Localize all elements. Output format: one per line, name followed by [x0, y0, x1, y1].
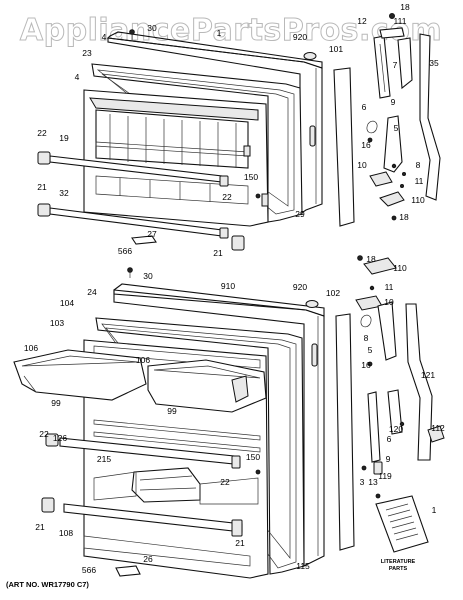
part-label-102: 102 [326, 288, 340, 298]
part-label-106: 106 [136, 355, 150, 365]
egg-tray-215 [131, 467, 201, 503]
part-label-11: 11 [385, 282, 394, 292]
part-label-110: 110 [411, 195, 425, 205]
part-label-6: 6 [387, 434, 392, 444]
part-label-112: 112 [431, 423, 445, 433]
part-label-18: 18 [399, 212, 409, 222]
part-label-566: 566 [82, 565, 96, 575]
part-label-29: 29 [295, 209, 305, 219]
part-label-9: 9 [386, 454, 391, 464]
part-label-21: 21 [213, 248, 223, 258]
freezer-gasket [91, 63, 303, 223]
upper-hinge-parts [333, 12, 441, 227]
part-label-99: 99 [167, 406, 177, 416]
part-label-150: 150 [244, 172, 258, 182]
part-label-3: 3 [360, 477, 365, 487]
literature-label-line1: LITERATURE [381, 559, 416, 565]
part-label-19: 19 [59, 133, 69, 143]
part-label-22: 22 [37, 128, 47, 138]
fresh-food-gasket [95, 317, 305, 575]
part-101-strip [333, 67, 355, 227]
art-number: (ART NO. WR17790 C7) [6, 580, 89, 589]
part-label-106: 106 [24, 343, 38, 353]
part-label-8: 8 [416, 160, 421, 170]
part-label-21: 21 [35, 522, 45, 532]
part-label-115: 115 [296, 561, 310, 571]
part-label-103: 103 [50, 318, 64, 328]
part-label-101: 101 [329, 44, 343, 54]
part-label-5: 5 [394, 123, 399, 133]
part-label-126: 126 [53, 433, 67, 443]
part-label-32: 32 [59, 188, 69, 198]
part-label-30: 30 [147, 23, 157, 33]
part-label-215: 215 [97, 454, 111, 464]
freezer-door-assembly [37, 29, 323, 251]
part-label-24: 24 [87, 287, 97, 297]
part-label-910: 910 [221, 281, 235, 291]
part-label-1: 1 [432, 505, 437, 515]
part-label-111: 111 [394, 16, 407, 26]
watermark-text: AppliancePartsPros.com [20, 13, 442, 48]
part-label-21: 21 [235, 538, 245, 548]
part-label-7: 7 [393, 60, 398, 70]
part-label-121: 121 [421, 370, 435, 380]
part-label-566: 566 [118, 246, 132, 256]
part-label-11: 11 [415, 176, 424, 186]
part-label-4: 4 [75, 72, 80, 82]
part-label-10: 10 [384, 297, 394, 307]
part-label-22: 22 [220, 477, 230, 487]
part-label-16: 16 [361, 360, 371, 370]
part-label-21: 21 [37, 182, 47, 192]
part-label-120: 120 [389, 424, 403, 434]
literature-booklet [375, 495, 429, 553]
fresh-food-door-assembly [13, 267, 325, 579]
part-label-1: 1 [217, 28, 222, 38]
part-label-4: 4 [102, 32, 107, 42]
rail-cap-22 [37, 151, 51, 165]
part-label-6: 6 [362, 102, 367, 112]
part-label-104: 104 [60, 298, 74, 308]
rail-cap-21 [37, 203, 51, 217]
part-label-26: 26 [143, 554, 153, 564]
part-label-18: 18 [400, 2, 410, 12]
part-label-23: 23 [82, 48, 92, 58]
part-label-22: 22 [39, 429, 49, 439]
part-label-13: 13 [368, 477, 378, 487]
literature-label-line2: PARTS [389, 566, 408, 572]
part-label-27: 27 [147, 229, 157, 239]
part-label-22: 22 [222, 192, 232, 202]
part-label-18: 18 [366, 254, 376, 264]
part-label-920: 920 [293, 282, 307, 292]
part-label-99: 99 [51, 398, 61, 408]
part-label-30: 30 [143, 271, 153, 281]
lower-hinge-parts: LITERATURE PARTS [335, 255, 445, 572]
part-label-119: 119 [378, 471, 392, 481]
dairy-bin-left [13, 349, 147, 401]
part-label-150: 150 [246, 452, 260, 462]
part-102-strip [335, 313, 355, 551]
part-label-12: 12 [357, 16, 367, 26]
part-label-16: 16 [361, 140, 371, 150]
part-label-920: 920 [293, 32, 307, 42]
part-label-8: 8 [364, 333, 369, 343]
part-label-9: 9 [391, 97, 396, 107]
part-label-108: 108 [59, 528, 73, 538]
part-label-10: 10 [357, 160, 367, 170]
part-label-110: 110 [393, 263, 407, 273]
part-label-5: 5 [368, 345, 373, 355]
part-label-35: 35 [429, 58, 439, 68]
